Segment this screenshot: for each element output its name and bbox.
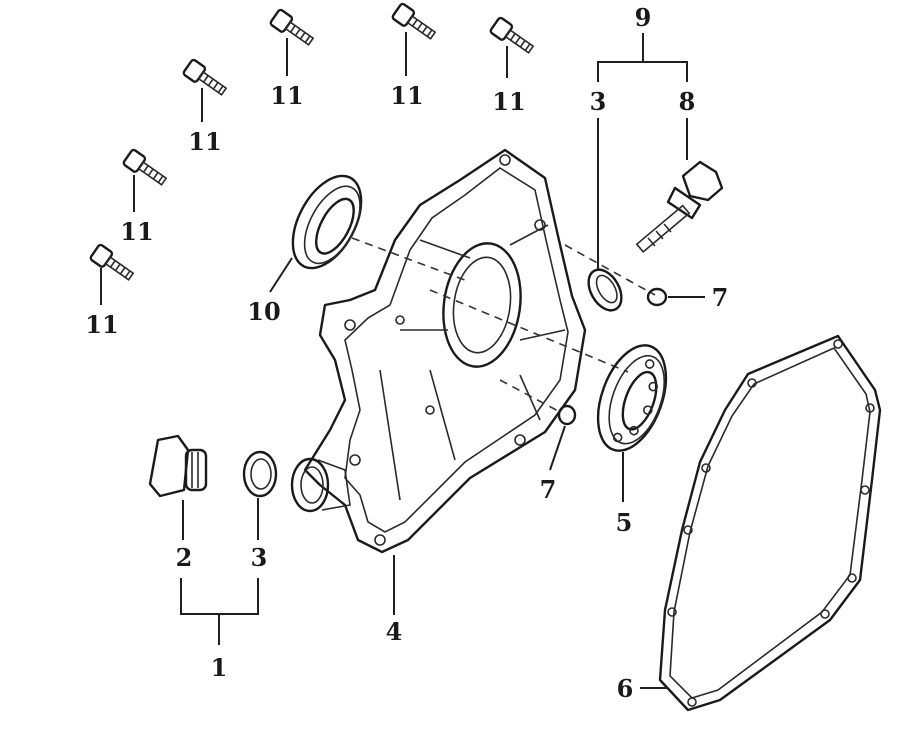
callout-label: 6 [617,674,634,703]
callout-label: 3 [251,543,268,572]
assembly-line [564,244,656,296]
bolt-icon [182,58,228,96]
callout-label: 2 [176,543,193,572]
callout-label: 3 [590,87,607,116]
bearing-icon [596,344,668,452]
callout-label: 5 [616,508,633,537]
bolt-icon [89,243,135,281]
bracket [180,578,259,615]
callout-label: 4 [386,617,403,646]
assembly-line [499,379,561,413]
callout-label: 8 [679,87,696,116]
callout-label: 11 [270,81,303,110]
callout-label: 11 [390,81,423,110]
o-ring-icon [242,450,278,498]
crankcase-cover-icon [290,148,587,554]
leader-line [549,425,566,471]
callout-label: 11 [120,217,153,246]
callout-label: 10 [247,297,280,326]
bolt-icon [269,8,315,46]
oil-seal-icon [291,174,363,270]
bolt-icon [489,16,535,54]
callout-label: 11 [492,87,525,116]
callout-label: 11 [188,127,221,156]
o-ring-icon [587,268,623,312]
leader-line [269,257,293,293]
bolt-icon [391,2,437,40]
callout-label: 7 [540,475,557,504]
bracket [597,61,688,82]
callout-label: 7 [712,283,729,312]
dipstick-icon [635,160,724,253]
callout-label: 11 [85,310,118,339]
bolt-icon [122,148,168,186]
dowel-pin-icon [646,287,668,307]
callout-label: 1 [211,653,228,682]
dowel-pin-icon [557,404,577,426]
callout-label: 9 [635,3,652,32]
assembly-line [429,289,629,373]
gasket-icon [658,334,882,712]
drain-plug-icon [148,434,208,498]
assembly-line [351,237,471,283]
